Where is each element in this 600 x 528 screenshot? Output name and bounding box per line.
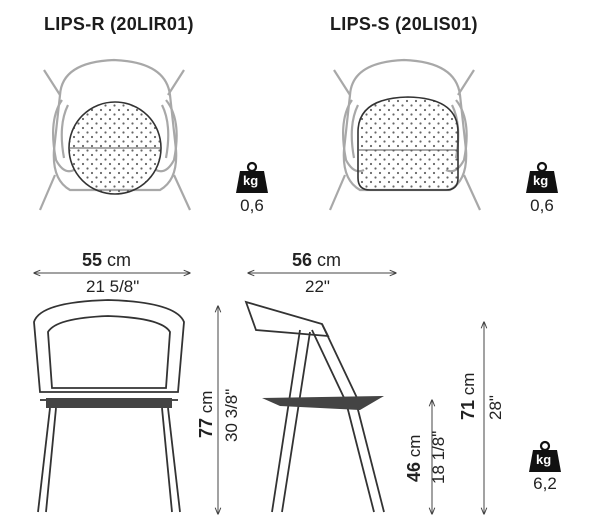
- width-imperial: 21 5/8": [86, 277, 140, 296]
- width-metric: 55 cm: [82, 250, 132, 270]
- weight-icon: [529, 440, 561, 472]
- seat-height-metric: 46 cm: [404, 434, 424, 482]
- cushion-lips-s: [357, 96, 459, 191]
- armrest-height-imperial: 28": [486, 395, 505, 420]
- front-view-chair: [33, 299, 185, 513]
- depth-metric: 56 cm: [292, 250, 342, 270]
- weight-icon: [236, 161, 268, 193]
- height-metric: 77 cm: [196, 390, 216, 438]
- cushion-lips-r: [68, 101, 162, 195]
- weight-value-lips-r: 0,6: [240, 196, 264, 215]
- height-imperial: 30 3/8": [222, 388, 241, 442]
- weight-icon: [526, 161, 558, 193]
- top-view-lips-r: [38, 58, 192, 211]
- chair-weight-value: 6,2: [533, 474, 557, 493]
- weight-unit-label: kg: [533, 173, 549, 188]
- model-title-lips-r: LIPS-R (20LIR01): [44, 14, 194, 34]
- seat-height-imperial: 18 1/8": [429, 430, 448, 484]
- side-view-chair: [244, 300, 385, 513]
- weight-value-lips-s: 0,6: [530, 196, 554, 215]
- model-title-lips-s: LIPS-S (20LIS01): [330, 14, 478, 34]
- depth-imperial: 22": [305, 277, 330, 296]
- weight-unit-label: kg: [536, 452, 552, 467]
- armrest-height-metric: 71 cm: [458, 372, 478, 420]
- weight-unit-label: kg: [243, 173, 259, 188]
